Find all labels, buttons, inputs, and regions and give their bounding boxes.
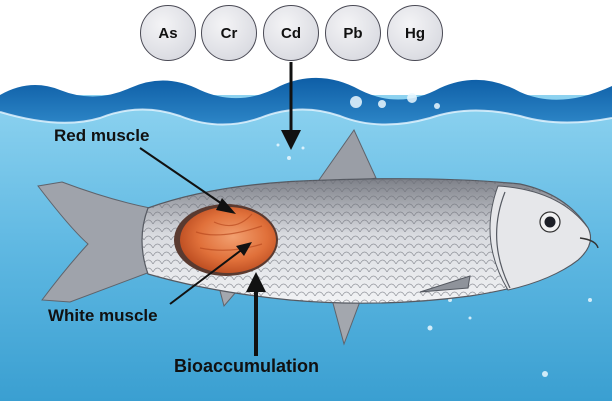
white-muscle-pointer <box>169 247 245 305</box>
wave-highlight <box>0 108 612 126</box>
gill-line <box>496 191 511 289</box>
element-chip-pb: Pb <box>325 5 381 61</box>
water-surface <box>0 77 612 125</box>
red-muscle-label: Red muscle <box>54 126 150 145</box>
element-chip-cr: Cr <box>201 5 257 61</box>
white-muscle-pointer-head <box>236 242 252 256</box>
fish-head <box>489 185 591 291</box>
element-chip-hg: Hg <box>387 5 443 61</box>
white-muscle-label: White muscle <box>48 306 158 325</box>
red-muscle-pointer <box>139 147 229 209</box>
fish-mouth <box>579 237 599 249</box>
muscle-fibers <box>195 213 263 251</box>
element-chip-as: As <box>140 5 196 61</box>
red-muscle-pointer-head <box>216 198 236 214</box>
fish-pupil <box>544 216 556 228</box>
muscle-cross-section <box>180 207 276 273</box>
fish-tail <box>37 181 151 303</box>
element-chip-cd: Cd <box>263 5 319 61</box>
pectoral-fin <box>419 275 471 293</box>
bioaccumulation-arrow-head <box>246 272 266 292</box>
bioaccumulation-label: Bioaccumulation <box>174 356 320 376</box>
bubbles <box>276 93 592 377</box>
input-arrow-head <box>281 130 301 150</box>
